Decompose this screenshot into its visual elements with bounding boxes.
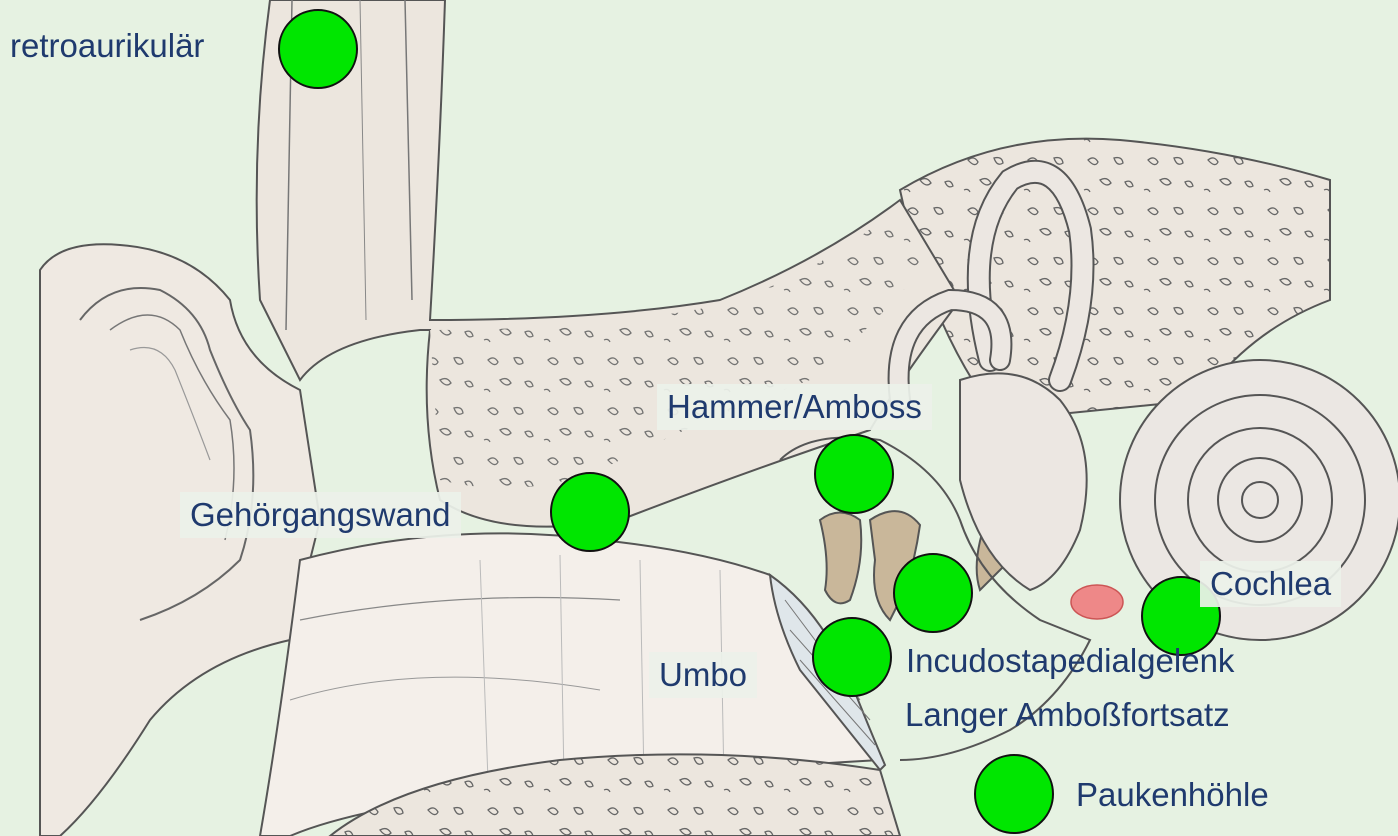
marker-gehoergangswand[interactable] (550, 472, 630, 552)
marker-paukenhoehle[interactable] (974, 754, 1054, 834)
label-umbo: Umbo (649, 652, 757, 698)
round-window (1071, 585, 1123, 619)
marker-hammer-amboss[interactable] (814, 434, 894, 514)
label-retroaurikular: retroaurikulär (10, 27, 204, 65)
label-hammer-amboss: Hammer/Amboss (657, 384, 932, 430)
label-gehoergangswand: Gehörgangswand (180, 492, 461, 538)
label-cochlea: Cochlea (1200, 561, 1341, 607)
label-langer-ambossfortsatz: Langer Amboßfortsatz (905, 696, 1230, 734)
marker-incudostapedialgelenk[interactable] (893, 553, 973, 633)
marker-retroaurikular[interactable] (278, 9, 358, 89)
marker-umbo[interactable] (812, 617, 892, 697)
label-paukenhoehle: Paukenhöhle (1076, 776, 1269, 814)
label-incudostapedialgelenk: Incudostapedialgelenk (906, 642, 1234, 680)
